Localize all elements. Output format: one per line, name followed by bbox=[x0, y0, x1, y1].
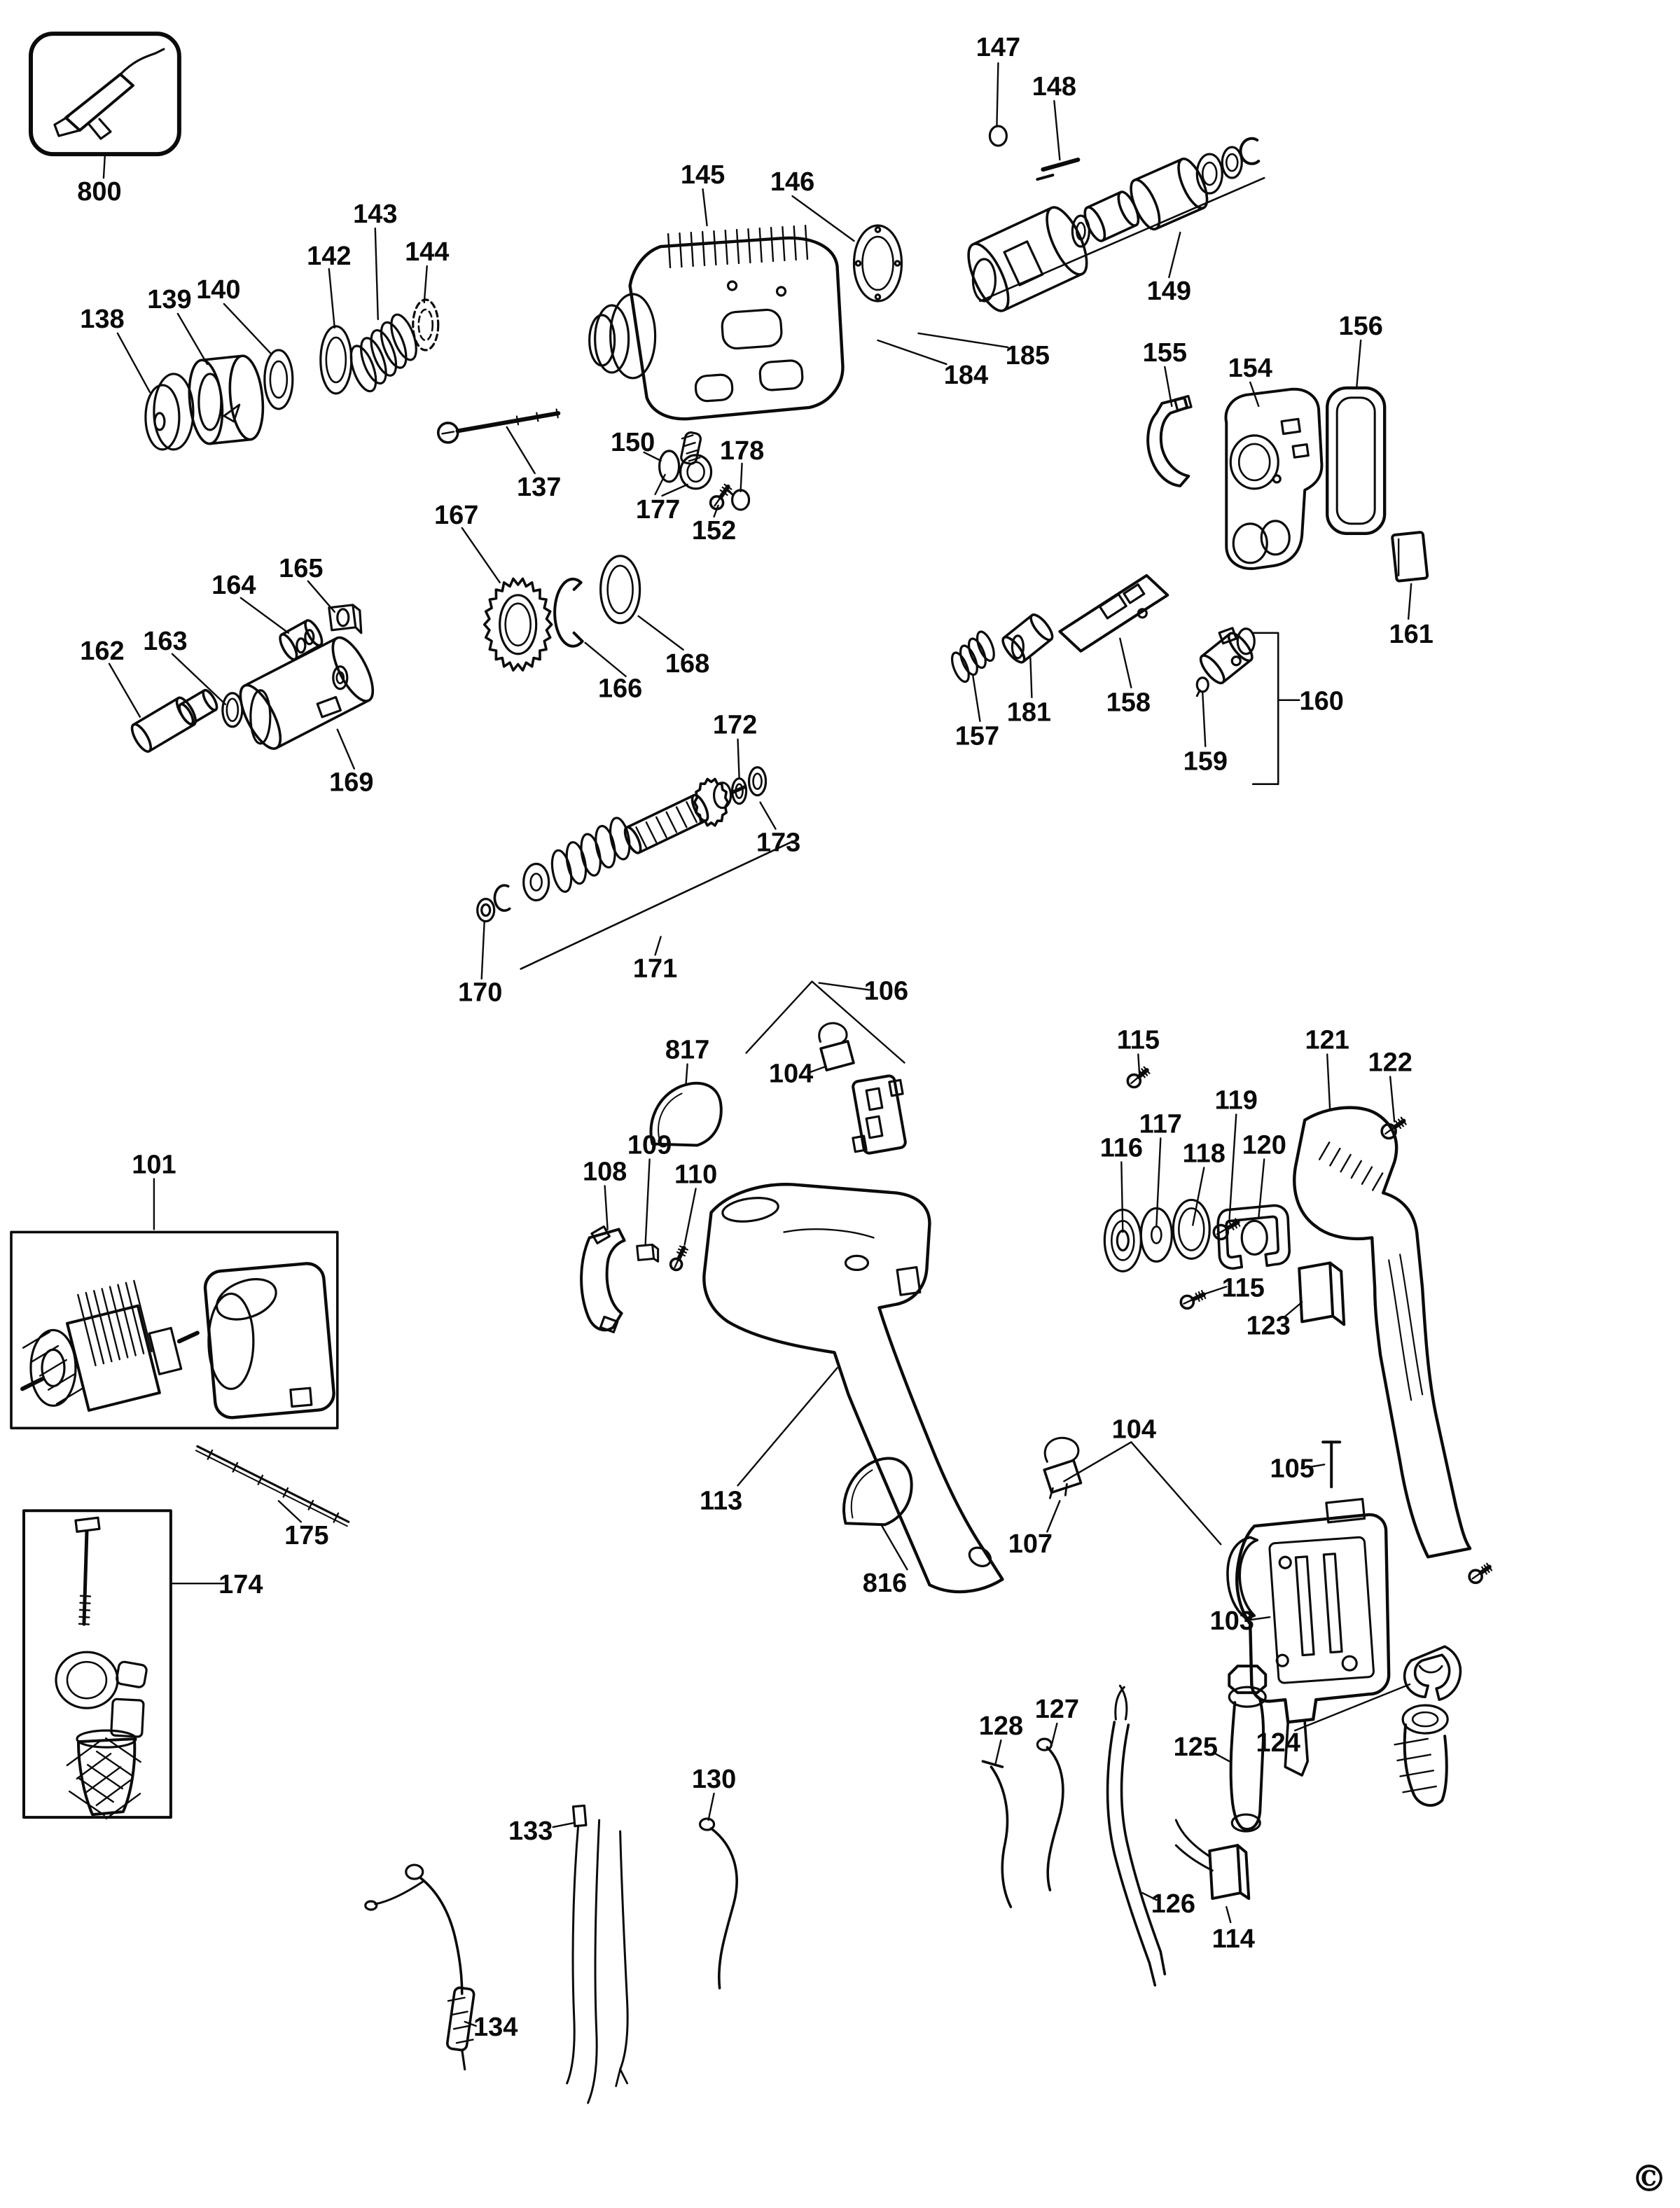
callout-175: 175 bbox=[284, 1521, 328, 1550]
callout-145: 145 bbox=[681, 160, 725, 190]
callout-106: 106 bbox=[864, 977, 908, 1006]
callout-161: 161 bbox=[1389, 620, 1433, 649]
callout-816: 816 bbox=[863, 1569, 907, 1598]
callout-125: 125 bbox=[1174, 1733, 1218, 1762]
callout-800: 800 bbox=[77, 177, 121, 207]
callout-119: 119 bbox=[1215, 1085, 1258, 1115]
callout-163: 163 bbox=[143, 627, 187, 656]
copyright-mark: © bbox=[1631, 2158, 1667, 2200]
callout-103: 103 bbox=[1210, 1606, 1254, 1636]
callout-157: 157 bbox=[955, 722, 999, 751]
callout-147: 147 bbox=[976, 33, 1020, 62]
callout-159: 159 bbox=[1183, 747, 1228, 777]
callout-166: 166 bbox=[598, 674, 642, 704]
callout-117: 117 bbox=[1139, 1109, 1182, 1139]
callout-143: 143 bbox=[353, 200, 397, 229]
callout-133: 133 bbox=[508, 1817, 553, 1846]
callout-109: 109 bbox=[627, 1130, 672, 1160]
callout-165: 165 bbox=[279, 554, 323, 583]
callout-158: 158 bbox=[1106, 688, 1151, 718]
callout-185: 185 bbox=[1006, 341, 1050, 370]
callout-113: 113 bbox=[700, 1486, 742, 1515]
callout-150: 150 bbox=[611, 428, 655, 457]
callout-142: 142 bbox=[307, 242, 351, 271]
callout-105: 105 bbox=[1270, 1454, 1314, 1483]
callout-168: 168 bbox=[665, 649, 709, 679]
callout-178: 178 bbox=[720, 436, 764, 466]
callout-110: 110 bbox=[674, 1160, 717, 1189]
callout-172: 172 bbox=[713, 711, 757, 740]
callout-123: 123 bbox=[1247, 1311, 1291, 1340]
callout-164: 164 bbox=[211, 571, 256, 600]
callout-130: 130 bbox=[692, 1765, 736, 1794]
callout-101: 101 bbox=[132, 1150, 176, 1179]
callout-116: 116 bbox=[1100, 1133, 1143, 1162]
callout-155: 155 bbox=[1143, 338, 1187, 368]
callout-144: 144 bbox=[405, 237, 449, 267]
callout-104b: 104 bbox=[1112, 1415, 1156, 1444]
callout-108: 108 bbox=[583, 1157, 627, 1186]
callout-137: 137 bbox=[517, 473, 561, 502]
callout-121: 121 bbox=[1305, 1026, 1349, 1055]
leader-lines bbox=[102, 62, 1412, 2027]
callout-171: 171 bbox=[633, 954, 677, 984]
callout-160: 160 bbox=[1300, 687, 1344, 716]
callout-115b: 115 bbox=[1222, 1273, 1265, 1303]
callout-152: 152 bbox=[692, 516, 736, 546]
callout-140: 140 bbox=[196, 275, 240, 305]
callout-134: 134 bbox=[473, 2013, 518, 2042]
parts-layer bbox=[10, 32, 1493, 2104]
callout-115a: 115 bbox=[1117, 1026, 1160, 1055]
callout-162: 162 bbox=[80, 637, 124, 666]
callout-104a: 104 bbox=[769, 1060, 813, 1089]
callout-146: 146 bbox=[770, 167, 814, 197]
callout-173: 173 bbox=[756, 828, 800, 858]
callout-128: 128 bbox=[979, 1711, 1023, 1741]
callout-124: 124 bbox=[1256, 1728, 1300, 1758]
callout-114: 114 bbox=[1212, 1924, 1255, 1954]
callout-120: 120 bbox=[1242, 1130, 1286, 1160]
callout-170: 170 bbox=[458, 978, 502, 1008]
callout-148: 148 bbox=[1032, 72, 1076, 102]
callout-107: 107 bbox=[1008, 1529, 1053, 1559]
callout-167: 167 bbox=[434, 501, 478, 530]
callout-126: 126 bbox=[1151, 1889, 1195, 1919]
callout-817: 817 bbox=[665, 1036, 709, 1065]
callout-154: 154 bbox=[1228, 354, 1272, 383]
callout-156: 156 bbox=[1339, 312, 1383, 341]
callout-181: 181 bbox=[1007, 698, 1051, 728]
callout-149: 149 bbox=[1147, 277, 1191, 306]
callout-169: 169 bbox=[329, 768, 373, 798]
callout-174: 174 bbox=[218, 1570, 263, 1599]
callout-177: 177 bbox=[636, 495, 680, 525]
callout-122: 122 bbox=[1368, 1048, 1412, 1078]
callout-138: 138 bbox=[80, 305, 124, 334]
callout-139: 139 bbox=[147, 285, 191, 314]
callout-184: 184 bbox=[944, 361, 988, 390]
callout-118: 118 bbox=[1183, 1139, 1226, 1168]
callout-127: 127 bbox=[1035, 1695, 1079, 1724]
